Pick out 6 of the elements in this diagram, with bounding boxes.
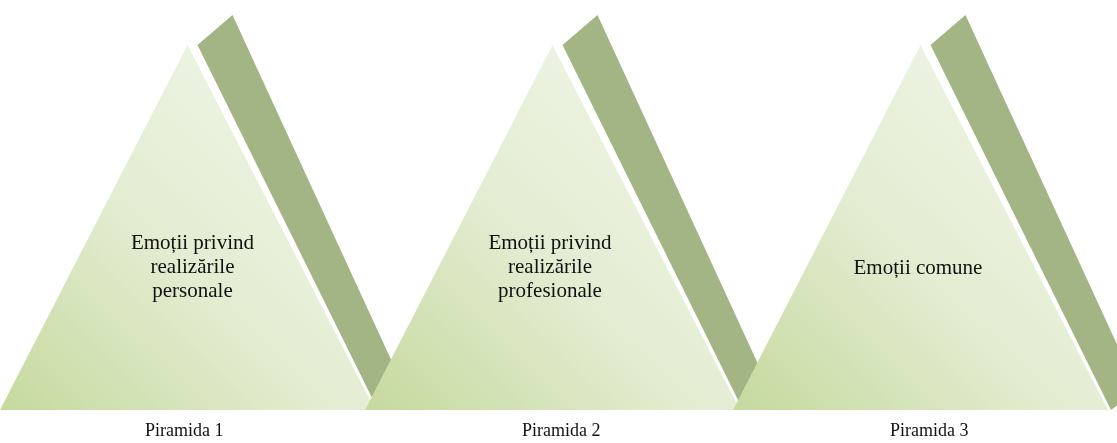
- pyramid-label: Emoții comune: [852, 255, 984, 279]
- pyramid-label: Emoții privind realizările personale: [129, 230, 256, 302]
- pyramid-label: Emoții privind realizările profesionale: [487, 230, 613, 302]
- pyramid-caption: Piramida 2: [522, 420, 601, 441]
- pyramid-caption: Piramida 3: [890, 420, 969, 441]
- pyramid-caption: Piramida 1: [145, 420, 224, 441]
